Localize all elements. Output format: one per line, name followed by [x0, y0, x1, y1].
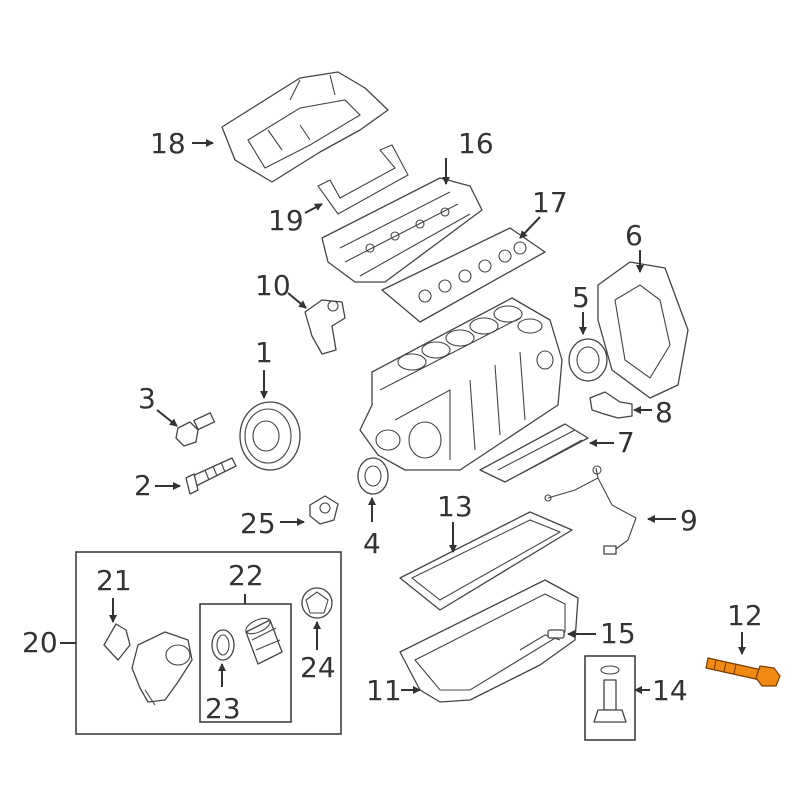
- callout-10: 10: [255, 269, 291, 302]
- rear-crank-seal[interactable]: [568, 338, 608, 382]
- oil-filter-element[interactable]: [244, 615, 283, 665]
- callout-25: 25: [240, 507, 276, 540]
- callout-8: 8: [655, 396, 673, 429]
- oil-pan-gasket[interactable]: [399, 511, 573, 611]
- callout-11: 11: [366, 674, 402, 707]
- oil-pan[interactable]: [399, 579, 579, 703]
- callout-23: 23: [205, 692, 241, 725]
- front-crank-seal[interactable]: [357, 457, 389, 495]
- oil-level-sensor[interactable]: [593, 665, 627, 723]
- bolt-highlighted[interactable]: [705, 657, 781, 687]
- callout-7: 7: [617, 426, 635, 459]
- callout-14: 14: [652, 674, 688, 707]
- callout-16: 16: [458, 127, 494, 160]
- pulley-bolt[interactable]: [175, 412, 216, 447]
- leader-3: [156, 409, 178, 427]
- oil-pressure-switch[interactable]: [309, 495, 339, 525]
- head-gasket[interactable]: [381, 227, 546, 323]
- engine-block: [359, 297, 563, 471]
- oil-level-sensor-box: [584, 655, 636, 741]
- callout-1: 1: [255, 336, 273, 369]
- filter-cap[interactable]: [301, 587, 333, 619]
- leader-19: [304, 203, 323, 214]
- thermostat-housing[interactable]: [131, 631, 193, 706]
- housing-cap[interactable]: [103, 623, 131, 661]
- callout-17: 17: [532, 186, 568, 219]
- callout-9: 9: [680, 504, 698, 537]
- callout-24: 24: [300, 651, 336, 684]
- callout-15: 15: [600, 617, 636, 650]
- callout-22: 22: [228, 559, 264, 592]
- windage-tray[interactable]: [479, 423, 589, 483]
- oil-level-sensor-wire[interactable]: [544, 465, 637, 555]
- callout-4: 4: [363, 527, 381, 560]
- callout-6: 6: [625, 219, 643, 252]
- callout-13: 13: [437, 490, 473, 523]
- callout-20: 20: [22, 626, 58, 659]
- callout-3: 3: [138, 382, 156, 415]
- camshaft-sensor[interactable]: [304, 299, 346, 355]
- crankshaft-pulley[interactable]: [239, 401, 301, 471]
- crank-position-sensor[interactable]: [589, 391, 633, 419]
- stud-pin[interactable]: [185, 457, 237, 495]
- callout-21: 21: [96, 564, 132, 597]
- callout-18: 18: [150, 127, 186, 160]
- engine-cover[interactable]: [221, 71, 389, 183]
- callout-12: 12: [727, 599, 763, 632]
- rear-cover-plate[interactable]: [597, 261, 689, 399]
- callout-2: 2: [134, 469, 152, 502]
- filter-o-ring[interactable]: [211, 629, 235, 661]
- cover-gasket[interactable]: [317, 144, 409, 215]
- callout-19: 19: [268, 204, 304, 237]
- drain-plug[interactable]: [547, 629, 565, 639]
- leader-17: [519, 216, 541, 239]
- callout-5: 5: [572, 281, 590, 314]
- leader-10: [287, 292, 307, 309]
